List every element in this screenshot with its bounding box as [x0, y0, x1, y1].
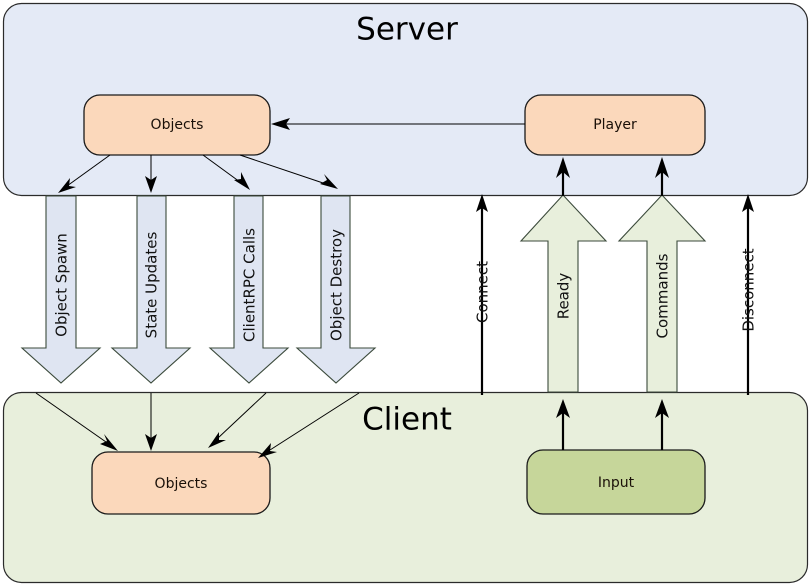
flow-clientrpc-calls-shape — [208, 195, 290, 384]
flow-connect-label: Connect — [474, 261, 492, 323]
fanin-arrowhead-2-icon — [145, 434, 157, 451]
server-panel-title: Server — [356, 12, 458, 48]
node-server-player-label: Player — [593, 117, 637, 133]
fanin-arrowhead-1-icon — [100, 434, 118, 451]
fanin-line-3 — [217, 392, 267, 439]
link-ready-to-player-arrowhead-icon — [556, 157, 570, 178]
fanout-arrowhead-1-icon — [58, 178, 76, 193]
flow-object-destroy[interactable]: Object Destroy — [295, 195, 377, 384]
flow-commands-label: Commands — [654, 253, 672, 338]
link-input-to-commands — [655, 399, 669, 450]
fanout-arrowhead-4-icon — [320, 174, 338, 189]
link-input-to-ready-arrowhead-icon — [556, 399, 570, 418]
node-server-objects[interactable] — [83, 94, 271, 156]
flow-ready[interactable]: Ready — [519, 194, 608, 393]
flow-object-spawn[interactable]: Object Spawn — [20, 195, 102, 384]
flow-object-spawn-label: Object Spawn — [53, 233, 71, 337]
fanout-line-3 — [202, 154, 241, 183]
flow-state-updates[interactable]: State Updates — [110, 195, 192, 384]
fanin-line-1 — [35, 392, 107, 443]
flow-state-updates-label: State Updates — [143, 232, 161, 339]
link-commands-to-player — [655, 157, 669, 196]
link-client-objects-fanin — [35, 392, 360, 458]
link-ready-to-player — [556, 157, 570, 196]
link-input-to-ready — [556, 399, 570, 450]
flow-ready-label: Ready — [555, 273, 573, 320]
flow-state-updates-shape — [110, 195, 192, 384]
flow-object-spawn-shape — [20, 195, 102, 384]
fanout-arrowhead-2-icon — [145, 176, 157, 193]
flow-object-destroy-shape — [295, 195, 377, 384]
flow-connect[interactable]: Connect — [474, 194, 492, 395]
flow-disconnect-label: Disconnect — [740, 248, 758, 331]
link-server-objects-fanout — [58, 154, 338, 193]
flow-object-destroy-label: Object Destroy — [328, 229, 346, 341]
node-client-input[interactable] — [526, 449, 706, 515]
fanin-arrowhead-3-icon — [208, 432, 226, 448]
fanout-line-4 — [239, 154, 327, 185]
flow-disconnect-arrowhead-icon — [742, 194, 754, 212]
fanout-arrowhead-3-icon — [234, 172, 250, 190]
flow-clientrpc-calls[interactable]: ClientRPC Calls — [208, 195, 290, 384]
link-player-to-objects — [271, 118, 525, 130]
node-server-player[interactable] — [524, 94, 706, 156]
flow-commands-shape — [617, 194, 707, 393]
flow-disconnect[interactable]: Disconnect — [740, 194, 758, 395]
fanin-line-4 — [269, 392, 360, 451]
node-client-input-label: Input — [598, 475, 635, 491]
client-panel[interactable] — [2, 391, 809, 584]
link-commands-to-player-arrowhead-icon — [655, 157, 669, 178]
flow-clientrpc-calls-label: ClientRPC Calls — [241, 228, 259, 342]
flow-commands[interactable]: Commands — [617, 194, 707, 393]
flow-ready-shape — [519, 194, 608, 393]
client-panel-title: Client — [362, 402, 452, 438]
node-server-objects-label: Objects — [151, 117, 204, 133]
flow-connect-arrowhead-icon — [476, 194, 488, 212]
fanin-arrowhead-4-icon — [258, 443, 277, 458]
node-client-objects-label: Objects — [155, 476, 208, 492]
link-player-to-objects-arrowhead-icon — [271, 118, 290, 130]
fanout-line-1 — [66, 154, 111, 187]
node-client-objects[interactable] — [91, 451, 271, 515]
link-input-to-commands-arrowhead-icon — [655, 399, 669, 418]
